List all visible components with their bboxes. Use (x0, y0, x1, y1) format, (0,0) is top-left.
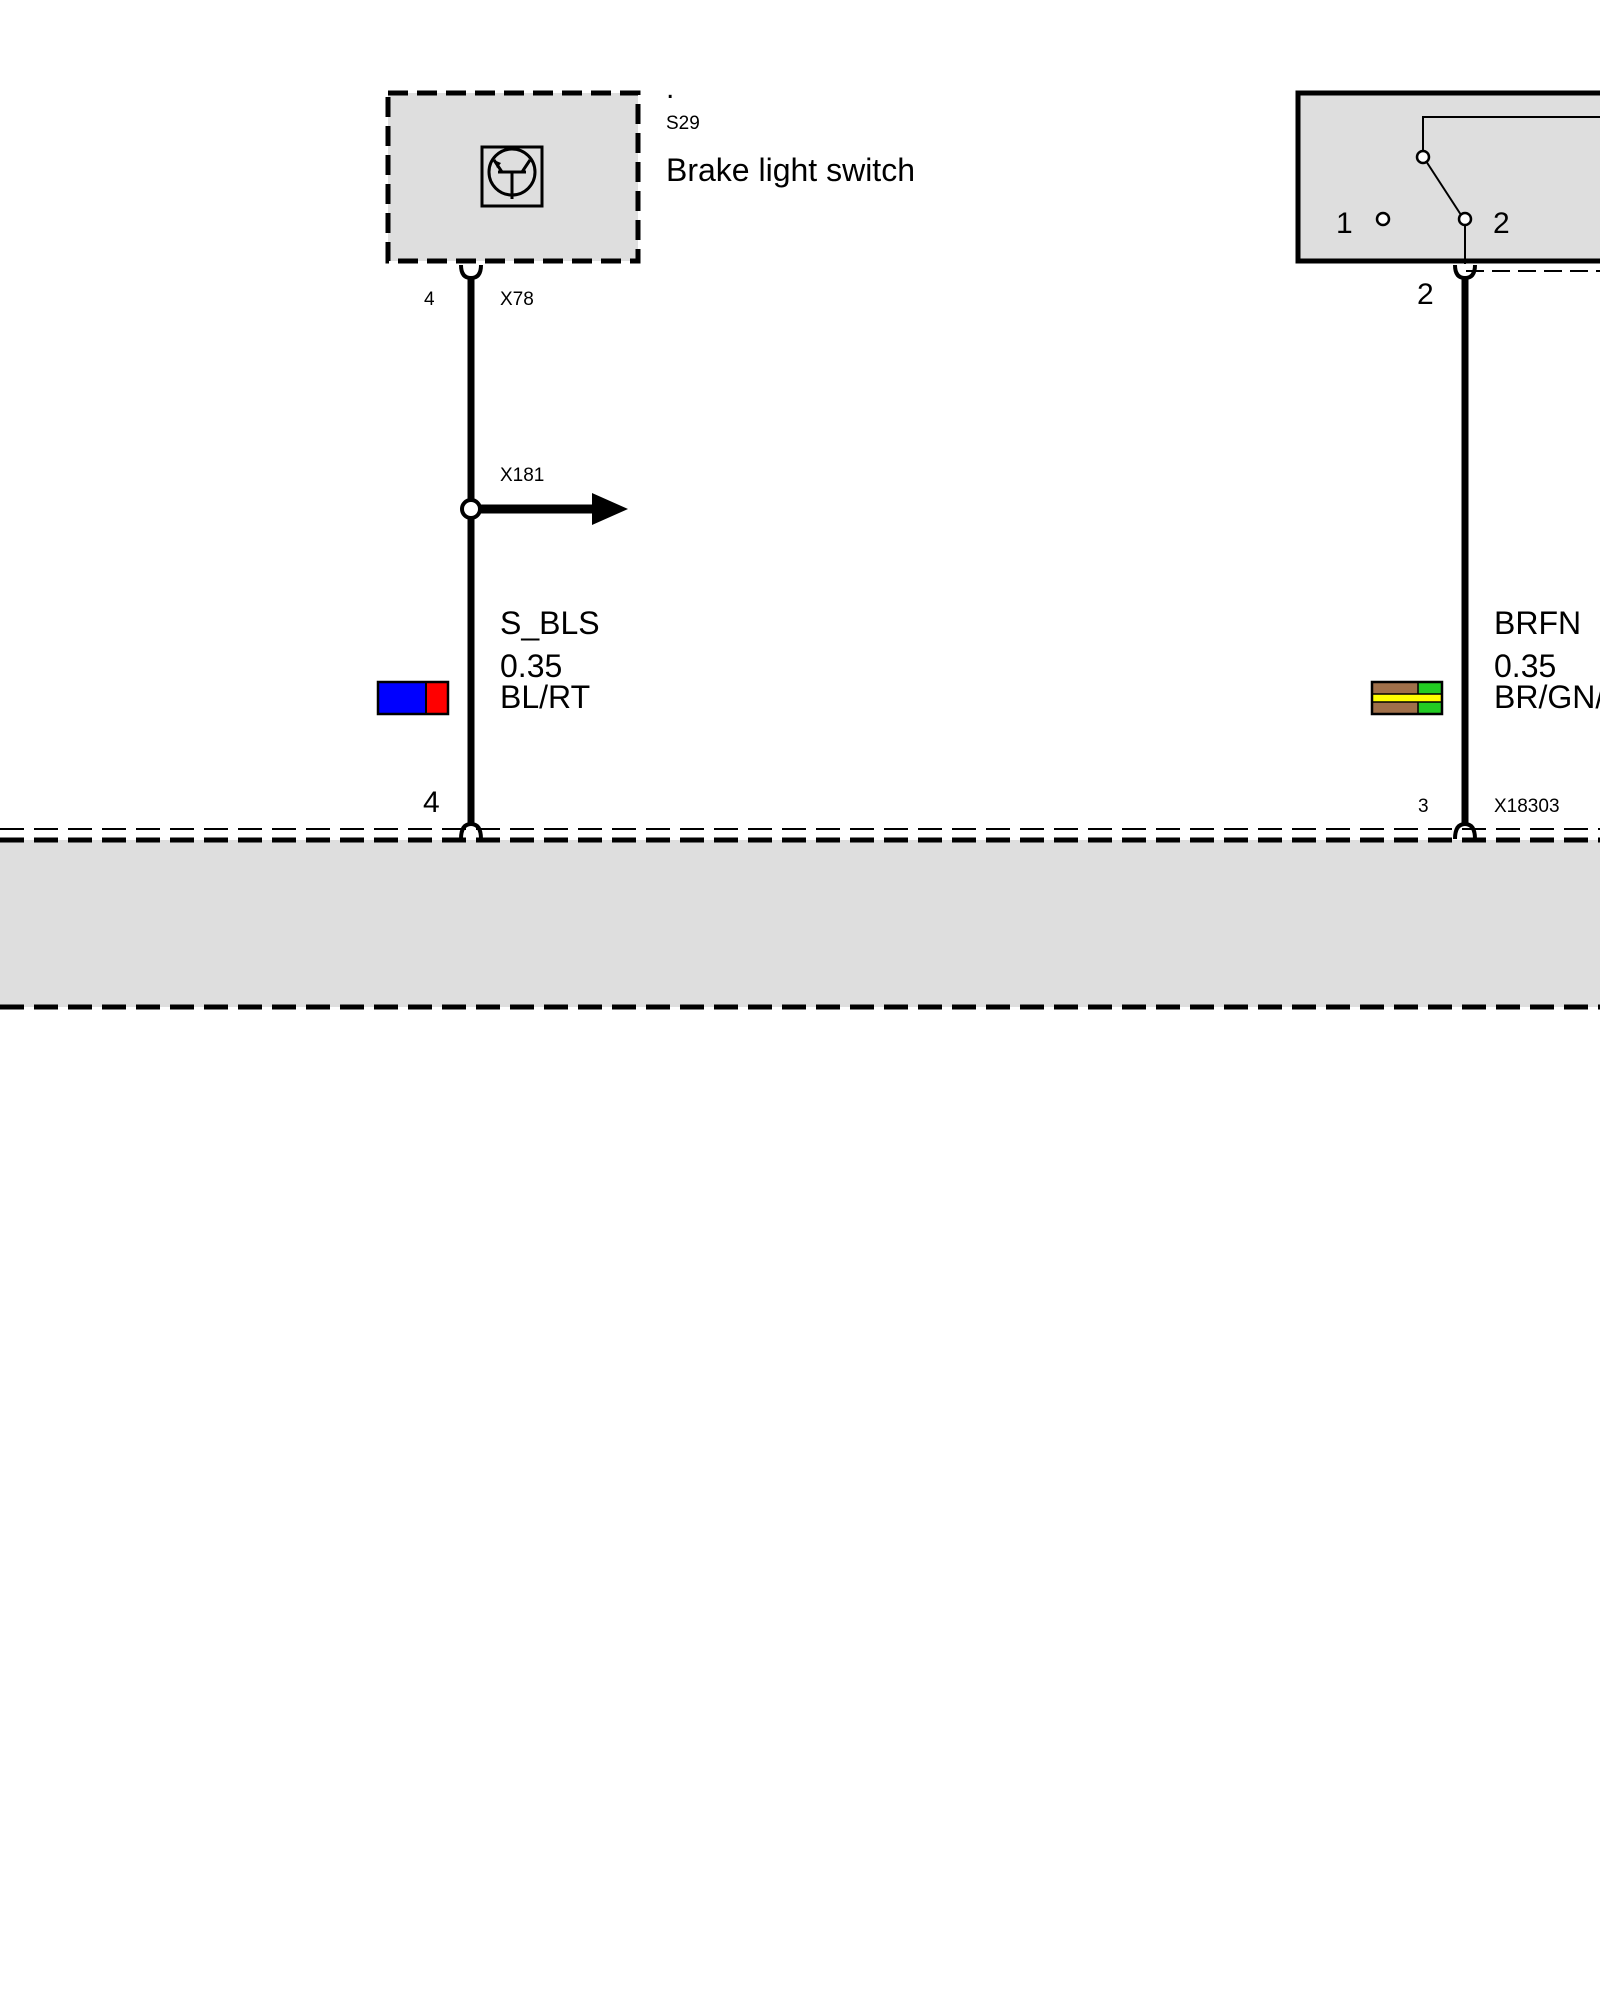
switch-pin-1-label: 1 (1336, 207, 1353, 240)
right-wire-top-connector (1453, 264, 1477, 281)
splice-x181 (460, 493, 628, 525)
left-wire: 4 X78 X181 S_BLS 0.35 BL/RT 4 (376, 264, 628, 840)
splice-node (460, 498, 482, 520)
left-top-pin: 4 (424, 289, 435, 310)
switch-contact-icon (1375, 116, 1600, 264)
right-switch-component: 1 2 (1295, 90, 1600, 272)
left-signal-name: S_BLS (500, 605, 600, 641)
right-wire-color-code: BR/GN/ (1494, 679, 1600, 715)
left-wire-color-code: BL/RT (500, 679, 590, 715)
component-id: S29 (666, 113, 700, 134)
left-wire-top-connector (459, 264, 483, 281)
left-top-connector-id: X78 (500, 289, 534, 310)
right-wire-gauge: 0.35 (1494, 648, 1556, 684)
right-wire-color-swatch (1370, 680, 1444, 716)
transistor-icon (480, 145, 544, 208)
left-wire-color-swatch (376, 680, 450, 716)
left-bottom-pin: 4 (423, 786, 440, 819)
right-signal-name: BRFN (1494, 605, 1581, 641)
splice-arrow-icon (592, 493, 628, 525)
right-wire: 2 BRFN 0.35 BR/GN/ 3 X18303 (1370, 264, 1600, 840)
control-unit-fill (0, 840, 1600, 1007)
left-wire-gauge: 0.35 (500, 648, 562, 684)
right-bottom-connector-id: X18303 (1494, 796, 1560, 817)
component-name: Brake light switch (666, 152, 915, 188)
right-bottom-pin: 3 (1418, 796, 1429, 817)
brake-light-switch-component: . S29 Brake light switch (385, 72, 915, 264)
right-wire-bottom-connector (1453, 821, 1477, 840)
left-wire-bottom-connector (459, 821, 483, 840)
right-switch-box (1295, 90, 1600, 264)
component-dot: . (666, 72, 674, 105)
control-unit-box (0, 828, 1600, 1010)
right-top-pin: 2 (1417, 278, 1434, 311)
switch-pin-2-label: 2 (1493, 207, 1510, 240)
splice-id: X181 (500, 465, 544, 486)
